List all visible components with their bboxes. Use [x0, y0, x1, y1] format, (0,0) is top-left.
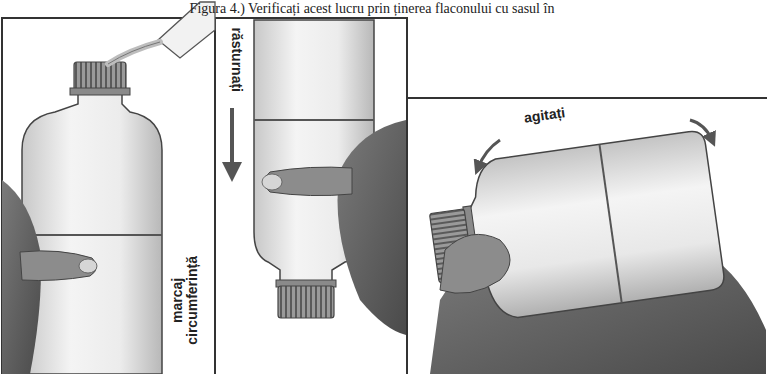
inverted-bottle — [232, 20, 406, 335]
instruction-label: marcaj circumferință — [170, 246, 201, 354]
instruction-label: răsturnați — [228, 28, 243, 93]
panel-frame — [407, 98, 767, 374]
panel-frame — [2, 18, 215, 374]
caption-text: Figura 4.) Verificați acest lucru prin ț… — [190, 1, 555, 16]
filling-bottle — [2, 2, 215, 374]
panel-frame — [215, 18, 407, 374]
instruction-label: agitați — [524, 106, 567, 127]
shaken-bottle — [423, 120, 766, 374]
